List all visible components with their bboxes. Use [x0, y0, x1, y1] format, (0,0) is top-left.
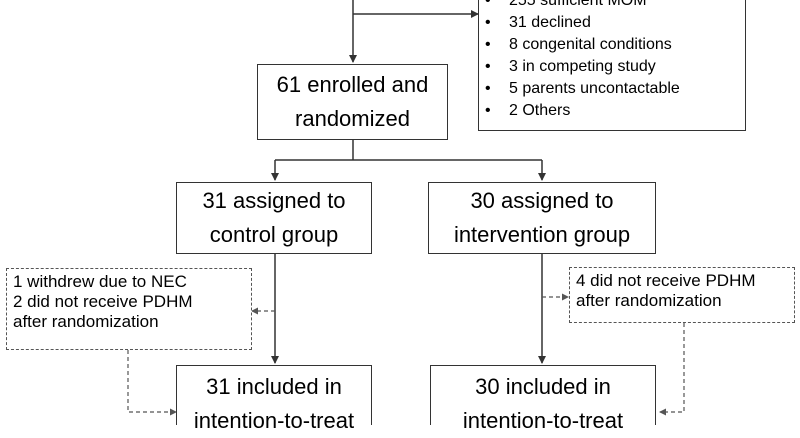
control-included-box: 31 included in intention-to-treat: [176, 365, 372, 433]
exclusion-item: 255 sufficient MOM: [485, 0, 745, 12]
control-dropouts-box: 1 withdrew due to NEC 2 did not receive …: [6, 268, 252, 350]
exclusion-item: 31 declined: [485, 12, 745, 34]
control-dropout-line: after randomization: [13, 312, 159, 331]
control-dropout-line: 1 withdrew due to NEC: [13, 272, 187, 291]
exclusion-item: 2 Others: [485, 100, 745, 122]
control-dropout-line: 2 did not receive PDHM: [13, 292, 193, 311]
intervention-assigned-box: 30 assigned to intervention group: [428, 182, 656, 254]
dashed-intervention-dropouts-return: [659, 323, 685, 416]
enrolled-box: 61 enrolled and randomized: [257, 64, 448, 140]
exclusion-item: 5 parents uncontactable: [485, 78, 745, 100]
control-assigned-line2: control group: [209, 222, 339, 247]
intervention-dropout-line: 4 did not receive PDHM: [576, 271, 756, 290]
enrolled-line1: 61 enrolled and: [276, 72, 429, 97]
intervention-included-box: 30 included in intention-to-treat: [430, 365, 656, 433]
exclusions-list: 255 sufficient MOM 31 declined 8 congeni…: [479, 0, 745, 122]
control-included-line2: intention-to-treat: [193, 408, 355, 433]
dashed-control-dropouts-return: [127, 350, 177, 416]
intervention-included-line2: intention-to-treat: [462, 408, 624, 433]
intervention-assigned-line1: 30 assigned to: [470, 188, 614, 213]
control-included-line1: 31 included in: [206, 374, 342, 399]
intervention-assigned-line2: intervention group: [453, 222, 631, 247]
intervention-included-line1: 30 included in: [475, 374, 611, 399]
intervention-dropout-line: after randomization: [576, 291, 722, 310]
intervention-dropouts-box: 4 did not receive PDHM after randomizati…: [569, 267, 795, 323]
control-assigned-box: 31 assigned to control group: [176, 182, 372, 254]
enrolled-line2: randomized: [295, 106, 410, 131]
connector-layer: [127, 0, 685, 416]
control-assigned-line1: 31 assigned to: [202, 188, 346, 213]
exclusion-item: 3 in competing study: [485, 56, 745, 78]
exclusions-box: 255 sufficient MOM 31 declined 8 congeni…: [478, 0, 746, 131]
exclusion-item: 8 congenital conditions: [485, 34, 745, 56]
